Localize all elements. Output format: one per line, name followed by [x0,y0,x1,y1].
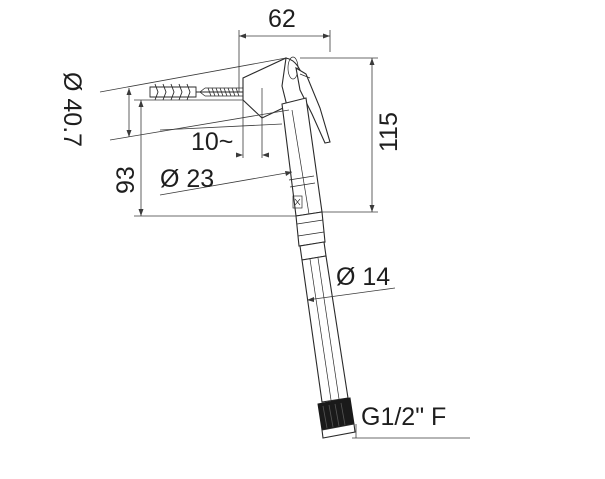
dim-diameter-23 [159,171,293,196]
label-thread: G1/2" F [361,403,446,431]
dim-width-62 [238,30,331,92]
label-diameter-40-7: Ø 40.7 [58,72,86,147]
screw-and-wall-plug [149,83,243,101]
dim-height-93 [134,99,296,217]
dim-diameter-14 [306,287,396,302]
label-diameter-23: Ø 23 [160,165,214,193]
dim-offset-10 [159,100,283,158]
label-115: 115 [375,112,403,152]
label-93: 93 [112,166,140,194]
hose-nut [317,397,356,439]
dim-diameter-40-7 [99,57,290,141]
label-diameter-14: Ø 14 [336,263,390,291]
label-10: 10~ [191,128,233,156]
dim-thread [352,424,470,439]
label-62: 62 [268,5,296,33]
shower-head-body [281,56,331,261]
dim-height-115 [300,57,378,213]
